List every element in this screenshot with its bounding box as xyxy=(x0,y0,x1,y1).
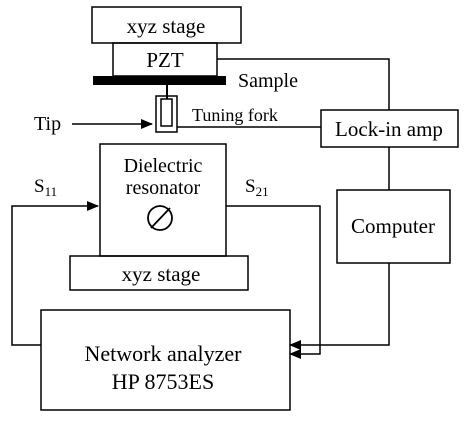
sample-bar xyxy=(93,76,226,85)
top-xyz-stage-label: xyz stage xyxy=(127,14,206,38)
dielectric-label-line2: resonator xyxy=(126,177,201,199)
network-analyzer-line1: Network analyzer xyxy=(85,341,243,366)
computer-to-analyzer-line xyxy=(289,263,390,350)
resonator-symbol-icon xyxy=(147,205,173,231)
pzt-label: PZT xyxy=(146,48,184,72)
tuning-fork xyxy=(160,98,173,127)
pzt-to-lockin-line xyxy=(217,58,390,110)
bottom-xyz-stage-box xyxy=(69,255,249,291)
tuning-fork-label: Tuning fork xyxy=(192,105,278,125)
s11-label: S11 xyxy=(34,176,57,199)
bottom-xyz-stage-label: xyz stage xyxy=(122,262,201,286)
lock-in-amp-label: Lock-in amp xyxy=(335,117,443,141)
s11-line xyxy=(11,201,99,346)
computer-label: Computer xyxy=(351,214,435,238)
s21-label: S21 xyxy=(245,176,269,199)
sample-label: Sample xyxy=(238,70,298,92)
computer-box xyxy=(336,189,451,264)
dielectric-label-line1: Dielectric xyxy=(124,155,203,177)
network-analyzer-line2: HP 8753ES xyxy=(112,369,214,394)
network-analyzer-box xyxy=(40,309,291,411)
s21-line xyxy=(226,205,321,359)
tip-label: Tip xyxy=(34,113,61,135)
resonator-symbol-slash xyxy=(150,207,171,229)
